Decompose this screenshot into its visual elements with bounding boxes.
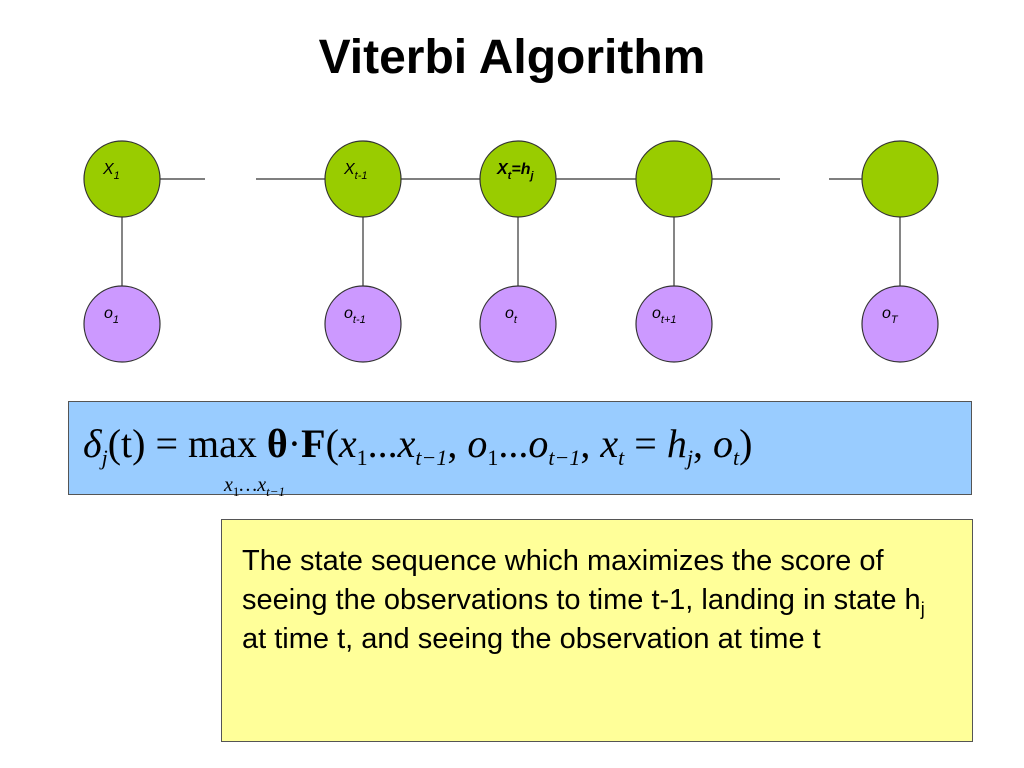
state-node-current: Xt=hj	[479, 140, 557, 218]
state-node: X1	[83, 140, 161, 218]
svg-text:X1: X1	[102, 161, 120, 182]
formula-box: δj(t) = max θ·F(x1...xt−1, o1...ot−1, xt…	[68, 401, 972, 495]
state-node	[861, 140, 939, 218]
observation-node: ot-1	[324, 285, 402, 363]
explanation-note: The state sequence which maximizes the s…	[221, 519, 973, 742]
svg-text:ot: ot	[505, 305, 518, 326]
slide-title: Viterbi Algorithm	[318, 31, 706, 84]
max-underscript: x1…xt−1	[224, 474, 285, 499]
svg-text:Xt-1: Xt-1	[343, 161, 368, 182]
svg-text:o1: o1	[104, 305, 119, 326]
state-node: Xt-1	[324, 140, 402, 218]
svg-text:Xt=hj: Xt=hj	[496, 161, 534, 182]
observation-node: oT	[861, 285, 939, 363]
viterbi-formula: δj(t) = max θ·F(x1...xt−1, o1...ot−1, xt…	[83, 421, 753, 470]
observation-node: ot+1	[635, 285, 713, 363]
observation-node: o1	[83, 285, 161, 363]
note-text: The state sequence which maximizes the s…	[242, 545, 921, 616]
state-node	[635, 140, 713, 218]
svg-text:oT: oT	[882, 305, 899, 326]
note-text-end: at time t, and seeing the observation at…	[242, 623, 821, 655]
svg-text:ot-1: ot-1	[344, 305, 366, 326]
note-subscript: j	[920, 599, 925, 619]
hmm-diagram: X1 Xt-1 Xt=hj o1 ot-1 ot ot+1 oT	[83, 140, 939, 363]
svg-text:ot+1: ot+1	[652, 305, 677, 326]
observation-node: ot	[479, 285, 557, 363]
